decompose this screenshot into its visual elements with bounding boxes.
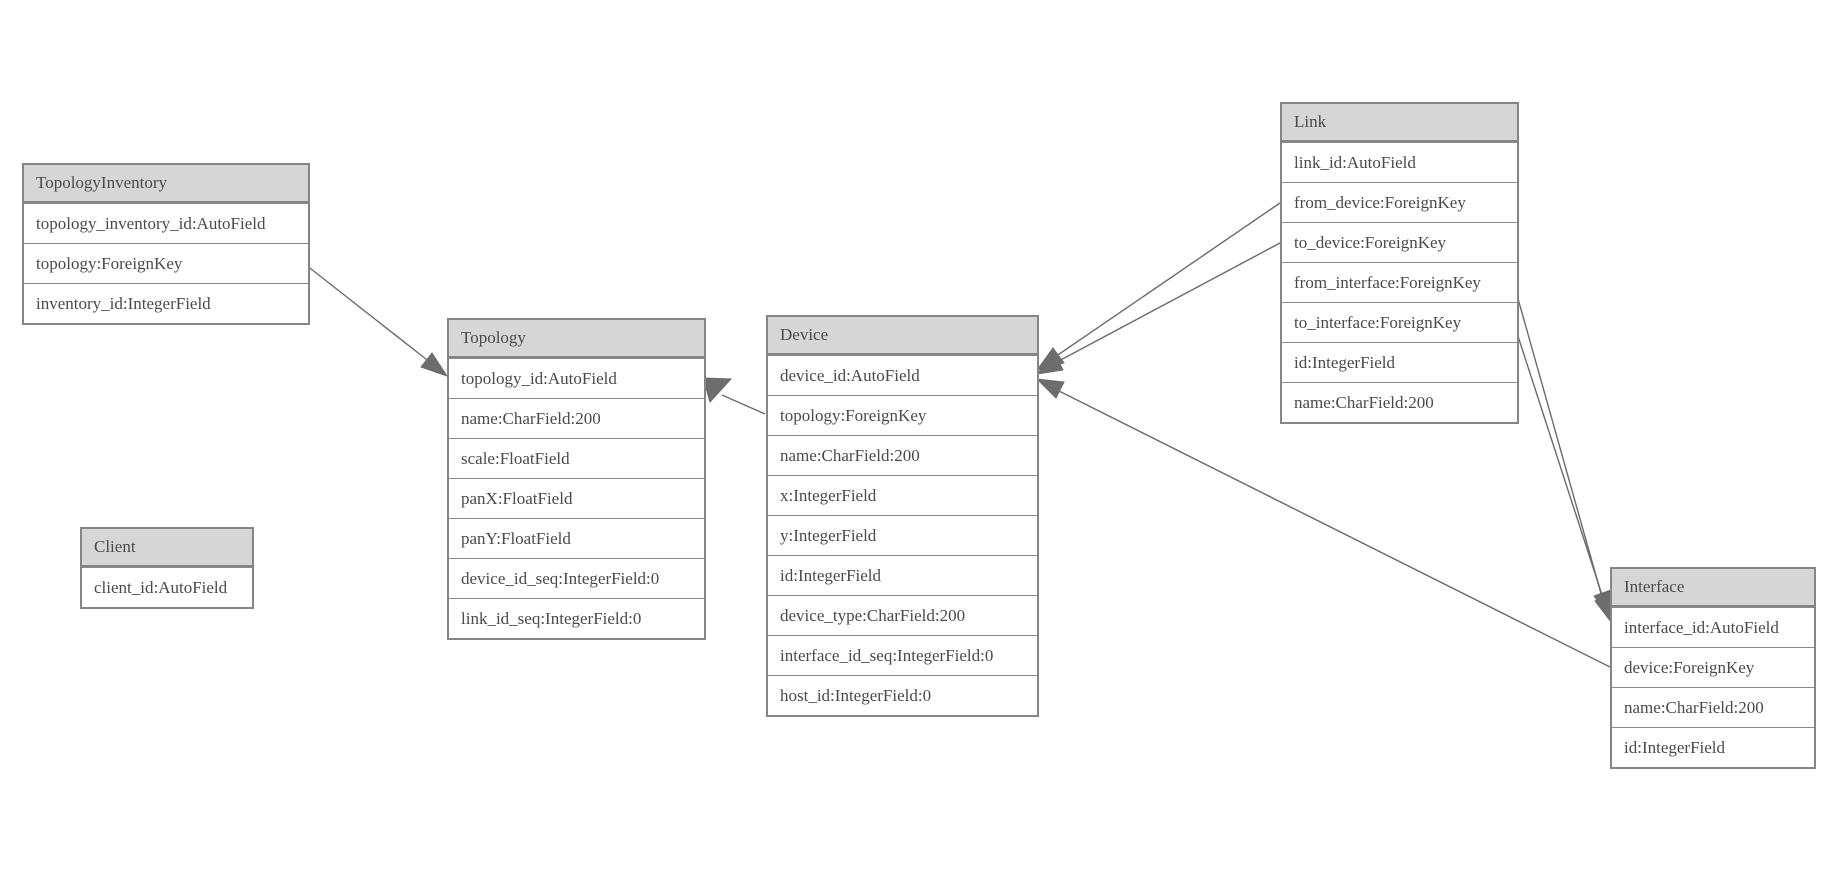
entity-topology-header: Topology <box>449 320 704 358</box>
edge-link-tointerface-to-interface <box>1514 326 1613 624</box>
field-row: id:IntegerField <box>1612 727 1814 767</box>
field-row: inventory_id:IntegerField <box>24 283 308 323</box>
entity-interface: Interface interface_id:AutoField device:… <box>1610 567 1816 769</box>
entity-title: Link <box>1294 112 1327 131</box>
field-row: to_interface:ForeignKey <box>1282 302 1517 342</box>
field-row: host_id:IntegerField:0 <box>768 675 1037 715</box>
entity-title: Client <box>94 537 136 556</box>
entity-title: Interface <box>1624 577 1685 596</box>
field-row: topology_id:AutoField <box>449 358 704 398</box>
field-row: topology:ForeignKey <box>768 395 1037 435</box>
field-row: name:CharField:200 <box>768 435 1037 475</box>
edge-link-fromdevice-to-device <box>1035 202 1281 371</box>
entity-link: Link link_id:AutoField from_device:Forei… <box>1280 102 1519 424</box>
field-row: scale:FloatField <box>449 438 704 478</box>
field-row: device_id_seq:IntegerField:0 <box>449 558 704 598</box>
field-row: panX:FloatField <box>449 478 704 518</box>
field-row: name:CharField:200 <box>1612 687 1814 727</box>
entity-title: TopologyInventory <box>36 173 168 192</box>
edge-device-to-topology <box>702 377 766 415</box>
field-row: id:IntegerField <box>1282 342 1517 382</box>
entity-link-header: Link <box>1282 104 1517 142</box>
entity-topology-inventory-header: TopologyInventory <box>24 165 308 203</box>
entity-topology-inventory: TopologyInventory topology_inventory_id:… <box>22 163 310 325</box>
field-row: interface_id:AutoField <box>1612 607 1814 647</box>
field-row: device:ForeignKey <box>1612 647 1814 687</box>
entity-client-header: Client <box>82 529 252 567</box>
field-row: link_id:AutoField <box>1282 142 1517 182</box>
entity-device: Device device_id:AutoField topology:Fore… <box>766 315 1039 717</box>
arrowhead-topology-right <box>702 377 733 403</box>
arrowhead-device-mid <box>1035 353 1064 375</box>
entity-title: Device <box>780 325 829 344</box>
field-row: topology:ForeignKey <box>24 243 308 283</box>
entity-topology: Topology topology_id:AutoField name:Char… <box>447 318 706 640</box>
field-row: name:CharField:200 <box>449 398 704 438</box>
field-row: device_id:AutoField <box>768 355 1037 395</box>
edge-link-frominterface-to-interface <box>1514 287 1612 620</box>
edge-interface-to-device <box>1035 378 1613 669</box>
entity-device-header: Device <box>768 317 1037 355</box>
field-row: y:IntegerField <box>768 515 1037 555</box>
entity-client: Client client_id:AutoField <box>80 527 254 609</box>
entity-interface-header: Interface <box>1612 569 1814 607</box>
edge-topologyinventory-to-topology <box>305 264 449 377</box>
field-row: topology_inventory_id:AutoField <box>24 203 308 243</box>
field-row: x:IntegerField <box>768 475 1037 515</box>
field-row: to_device:ForeignKey <box>1282 222 1517 262</box>
field-row: name:CharField:200 <box>1282 382 1517 422</box>
field-row: link_id_seq:IntegerField:0 <box>449 598 704 638</box>
field-row: device_type:CharField:200 <box>768 595 1037 635</box>
field-row: from_device:ForeignKey <box>1282 182 1517 222</box>
field-row: panY:FloatField <box>449 518 704 558</box>
field-row: from_interface:ForeignKey <box>1282 262 1517 302</box>
field-row: interface_id_seq:IntegerField:0 <box>768 635 1037 675</box>
field-row: id:IntegerField <box>768 555 1037 595</box>
arrowhead-device-lower <box>1035 378 1065 399</box>
field-row: client_id:AutoField <box>82 567 252 607</box>
arrowhead-topology-left <box>420 352 449 377</box>
edge-link-todevice-to-device <box>1035 242 1281 375</box>
entity-title: Topology <box>461 328 526 347</box>
